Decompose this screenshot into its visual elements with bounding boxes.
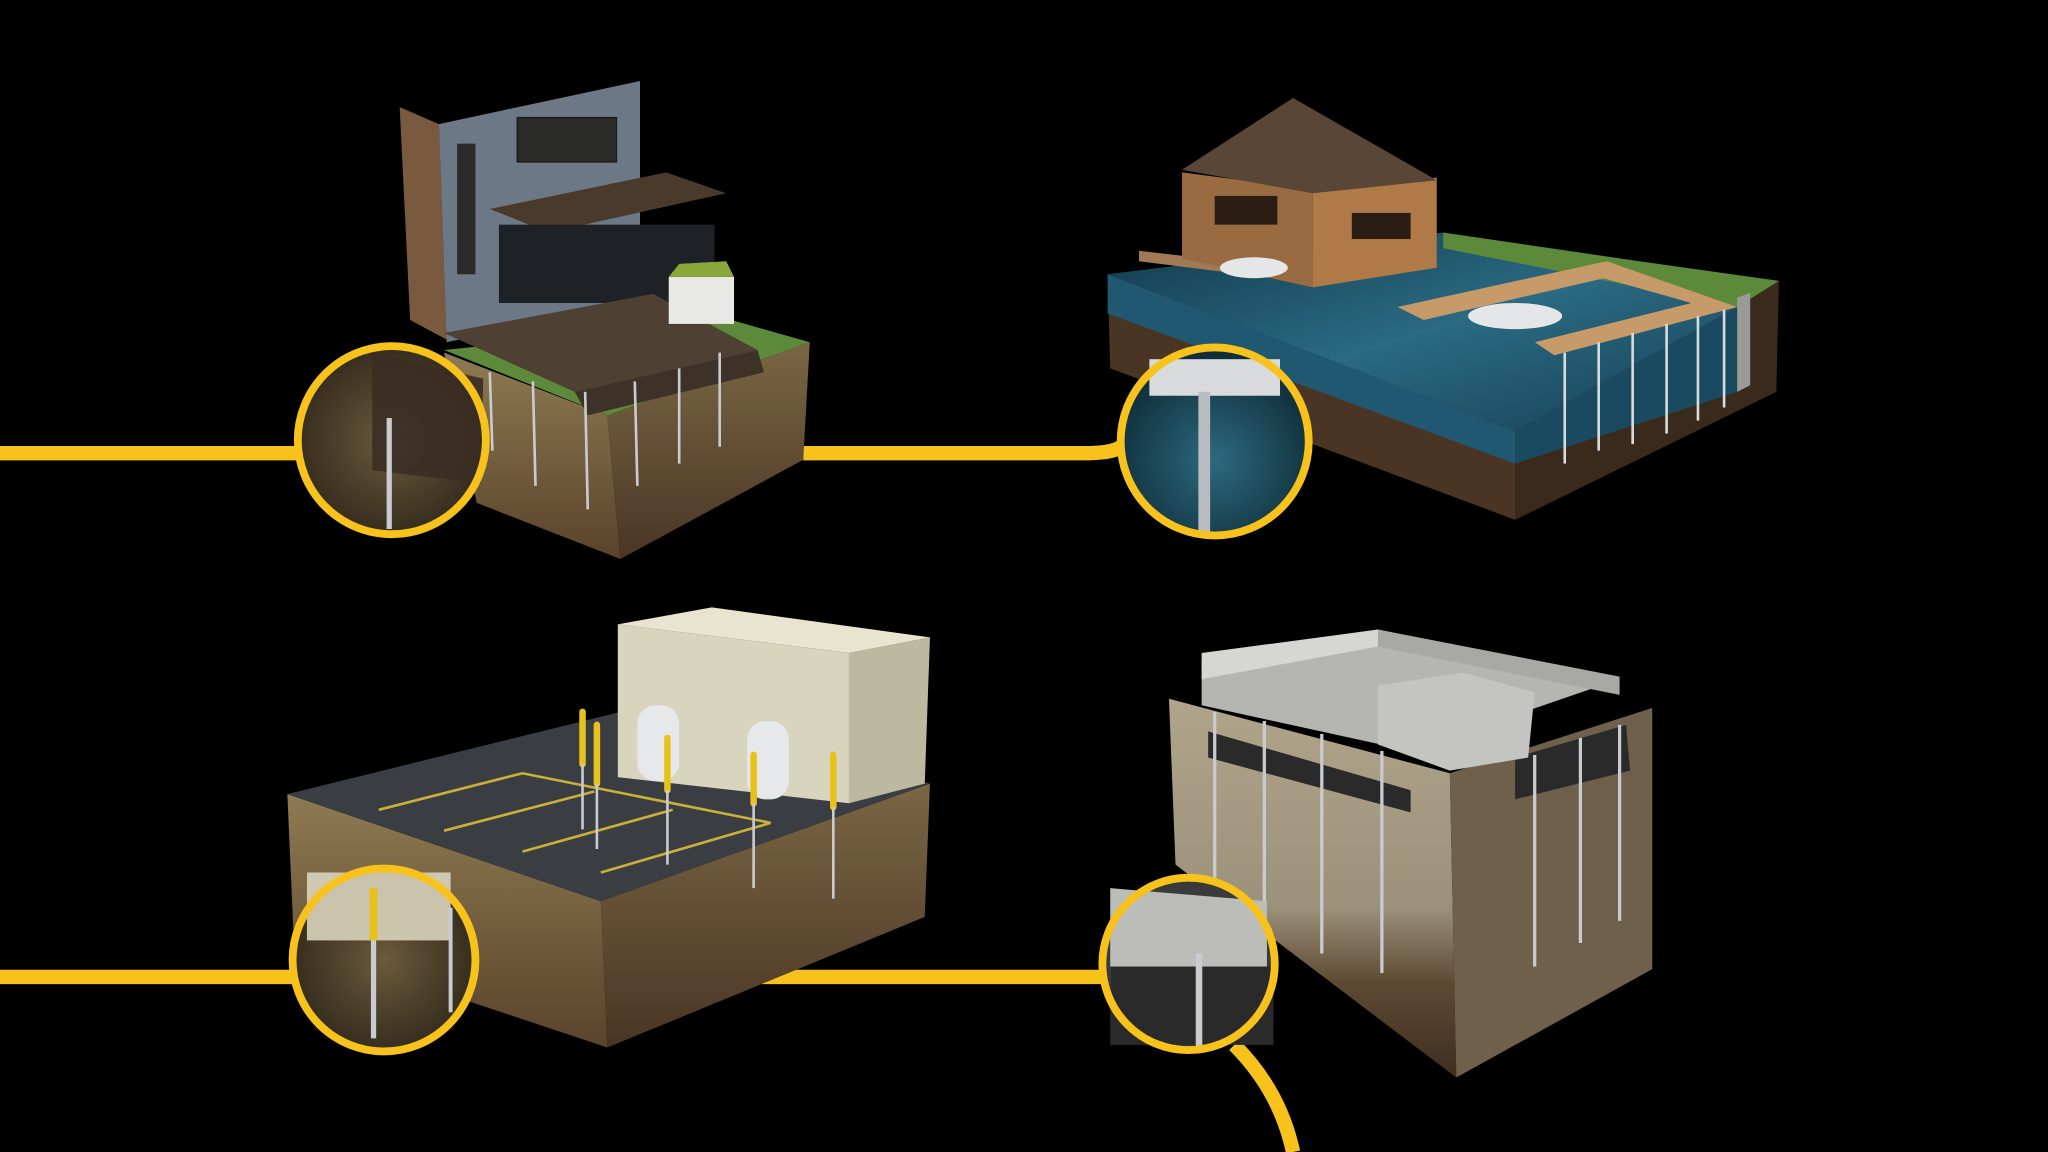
detail-lens-parking [288,864,480,1056]
deck-stairs [574,350,765,416]
boathouse-roof [1182,97,1437,194]
soil-right-face [607,342,810,560]
window [516,116,618,163]
concrete-pillar [1377,672,1535,771]
gravel-layer [1515,724,1631,800]
retaining-wall [1737,292,1751,392]
boathouse-window [1351,212,1411,240]
building-side-wall [399,107,447,340]
shed-side [848,637,930,804]
helical-piles [1213,711,1622,974]
window [457,143,476,275]
dock-piles [1563,309,1726,464]
marina-scene [1107,97,1779,520]
boat [1219,257,1288,279]
helical-piles [488,352,721,510]
detail-lens-marina [1116,343,1313,540]
planter [668,276,735,324]
gravel-layer [1208,731,1411,813]
propane-tank [637,705,680,782]
propane-tank [747,720,789,800]
water-front-face [1107,274,1516,464]
planter-grass [668,261,735,277]
boathouse-opening [1214,195,1278,225]
detail-lens-foundation [1098,873,1279,1055]
concrete-wall-left [1201,629,1378,680]
connector-line-top-middle [803,439,1131,461]
soil-right-face [600,783,930,1048]
soil-left-face [444,352,621,560]
parking-lines [378,771,771,874]
detail-lens-residential [293,342,490,539]
water-right-face [1515,306,1738,464]
helical-piles [581,764,835,899]
boat [1468,303,1563,330]
concrete-wall-back [1377,629,1620,695]
shed-top [617,607,930,654]
pergola-roof [489,172,727,233]
bollards [579,708,837,811]
connector-line-bottom-right-curve [1229,1039,1301,1152]
soil-right-face [1449,707,1653,1078]
dock-walkway [1397,261,1738,356]
residential-deck-scene [399,80,810,560]
concrete-foundation-scene [1168,629,1653,1078]
